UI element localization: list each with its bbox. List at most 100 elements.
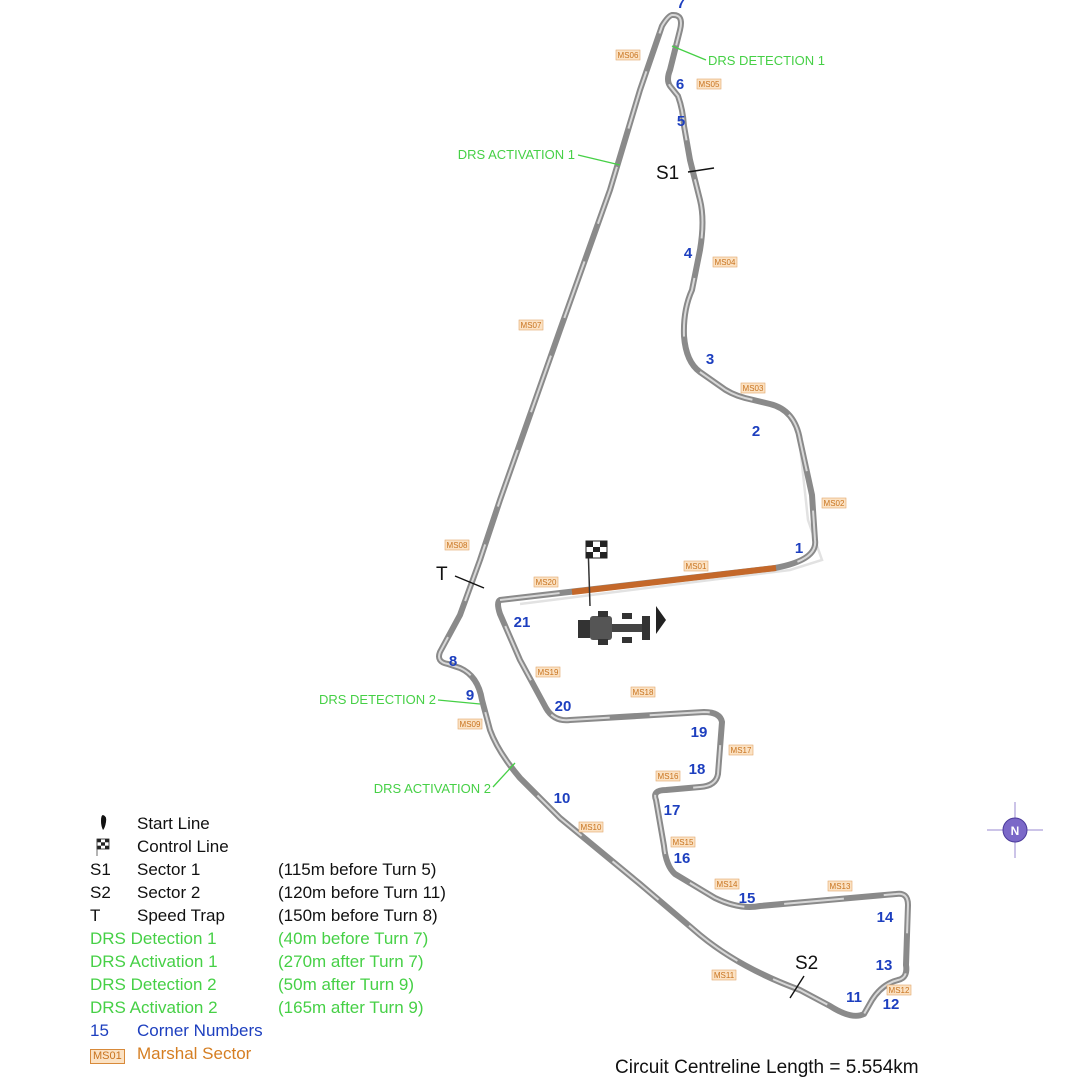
drs-label: DRS ACTIVATION 2 bbox=[374, 781, 491, 796]
corner-number: 19 bbox=[691, 724, 708, 741]
legend-name: Control Line bbox=[137, 837, 229, 856]
marshal-sector-box bbox=[821, 497, 847, 509]
marshal-sector-label: MS08 bbox=[447, 541, 468, 550]
legend-name: Speed Trap bbox=[137, 906, 225, 925]
marshal-sector-box bbox=[886, 984, 912, 996]
sector-2-tick bbox=[789, 975, 805, 999]
corner-number: 7 bbox=[677, 0, 685, 12]
compass-label: N bbox=[1011, 824, 1020, 838]
track-highlight bbox=[438, 13, 910, 1017]
legend-row: DRS Detection 1 (40m before Turn 7) bbox=[90, 927, 550, 950]
legend-description: (40m before Turn 7) bbox=[278, 929, 429, 948]
marshal-sector-box bbox=[578, 821, 604, 833]
legend-row: DRS Activation 1(270m after Turn 7) bbox=[90, 950, 550, 973]
drs-activation-2-pointer bbox=[492, 762, 516, 788]
legend-symbol: DRS Activation 2 bbox=[90, 998, 218, 1017]
marshal-sector-box bbox=[711, 969, 737, 981]
marshal-sector-box bbox=[712, 256, 738, 268]
marshal-sector-label: MS18 bbox=[633, 688, 654, 697]
marshal-sector-box bbox=[696, 78, 722, 90]
marshal-sector-box bbox=[630, 686, 656, 698]
legend-description: (115m before Turn 5) bbox=[278, 860, 437, 879]
marshal-sector-label: MS11 bbox=[714, 971, 735, 980]
circuit-length: Circuit Centreline Length = 5.554km bbox=[615, 1057, 919, 1078]
legend-name: Sector 1 bbox=[137, 860, 201, 879]
corner-number: 18 bbox=[689, 761, 706, 778]
corner-number: 10 bbox=[554, 790, 571, 807]
marshal-sector-label: MS15 bbox=[673, 838, 694, 847]
legend-row: Control Line bbox=[90, 835, 550, 858]
legend-row: DRS Activation 2(165m after Turn 9) bbox=[90, 996, 550, 1019]
drs-label: DRS DETECTION 2 bbox=[319, 692, 436, 707]
race-car-icon bbox=[578, 606, 666, 645]
track-marker-label: S1 bbox=[656, 163, 679, 184]
legend-symbol: 15 bbox=[90, 1021, 109, 1040]
start-finish-straight bbox=[571, 565, 777, 595]
marshal-sector-label: MS20 bbox=[536, 578, 557, 587]
legend-symbol: DRS Detection 1 bbox=[90, 929, 217, 948]
corner-number: 1 bbox=[795, 540, 803, 557]
corner-number: 15 bbox=[739, 890, 756, 907]
legend-symbol: T bbox=[90, 906, 101, 925]
marshal-sector-label: MS19 bbox=[538, 668, 559, 677]
corner-number: 2 bbox=[752, 423, 760, 440]
legend-symbol: DRS Detection 2 bbox=[90, 975, 217, 994]
marshal-sector-label: MS10 bbox=[581, 823, 602, 832]
legend-row: S1 Sector 1 (115m before Turn 5) bbox=[90, 858, 550, 881]
marshal-sector-box bbox=[444, 539, 470, 551]
corner-number: 9 bbox=[466, 687, 474, 704]
corner-number: 20 bbox=[555, 698, 572, 715]
marshal-sector-box bbox=[457, 718, 483, 730]
track-marker-label: T bbox=[436, 564, 448, 585]
legend-name: Start Line bbox=[137, 814, 210, 833]
marshal-sector-label: MS16 bbox=[658, 772, 679, 781]
speed-trap-tick bbox=[454, 575, 485, 589]
legend-row: DRS Detection 2(50m after Turn 9) bbox=[90, 973, 550, 996]
marshal-sector-box bbox=[655, 770, 681, 782]
legend-row: MS01 Marshal Sector bbox=[90, 1042, 550, 1065]
legend-symbol: S2 bbox=[90, 883, 111, 902]
marshal-sector-box bbox=[728, 744, 754, 756]
corner-number: 16 bbox=[674, 850, 691, 867]
corner-number: 5 bbox=[677, 113, 685, 130]
marshal-sector-box bbox=[533, 576, 559, 588]
marshal-sector-label: MS04 bbox=[715, 258, 736, 267]
drs-detection-1-pointer bbox=[671, 45, 707, 61]
marshal-sector-label: MS17 bbox=[731, 746, 752, 755]
marshal-sector-box bbox=[683, 560, 709, 572]
legend-marshal-box: MS01 bbox=[90, 1042, 125, 1065]
drs-label: DRS DETECTION 1 bbox=[708, 53, 825, 68]
marshal-sector-label: MS14 bbox=[717, 880, 738, 889]
marshal-sector-label: MS01 bbox=[686, 562, 707, 571]
sector-1-tick bbox=[687, 167, 715, 173]
control-line-flag-icon bbox=[585, 540, 608, 607]
legend-symbol: DRS Activation 1 bbox=[90, 952, 218, 971]
legend-description: (150m before Turn 8) bbox=[278, 906, 438, 925]
legend-symbol: S1 bbox=[90, 860, 111, 879]
corner-number: 13 bbox=[876, 957, 893, 974]
marshal-sector-labels: MS01MS02MS03MS04MS05MS06MS07MS08MS09MS10… bbox=[444, 49, 912, 996]
legend-description: (120m before Turn 11) bbox=[278, 883, 446, 902]
legend-name: Marshal Sector bbox=[137, 1044, 252, 1063]
marshal-sector-box bbox=[518, 319, 544, 331]
marshal-sector-label: MS13 bbox=[830, 882, 851, 891]
marshal-sector-box bbox=[740, 382, 766, 394]
marshal-sector-box bbox=[714, 878, 740, 890]
corner-number: 17 bbox=[664, 802, 681, 819]
marshal-sector-label: MS09 bbox=[460, 720, 481, 729]
corner-number: 14 bbox=[877, 909, 894, 926]
marshal-sector-label: MS12 bbox=[889, 986, 910, 995]
marshal-sector-label: MS02 bbox=[824, 499, 845, 508]
marshal-sector-label: MS05 bbox=[699, 80, 720, 89]
corner-number: 3 bbox=[706, 351, 714, 368]
marshal-sector-label: MS06 bbox=[618, 51, 639, 60]
marshal-sector-label: MS07 bbox=[521, 321, 542, 330]
compass-north-icon: N bbox=[987, 802, 1043, 858]
legend-row: Start Line bbox=[90, 812, 550, 835]
